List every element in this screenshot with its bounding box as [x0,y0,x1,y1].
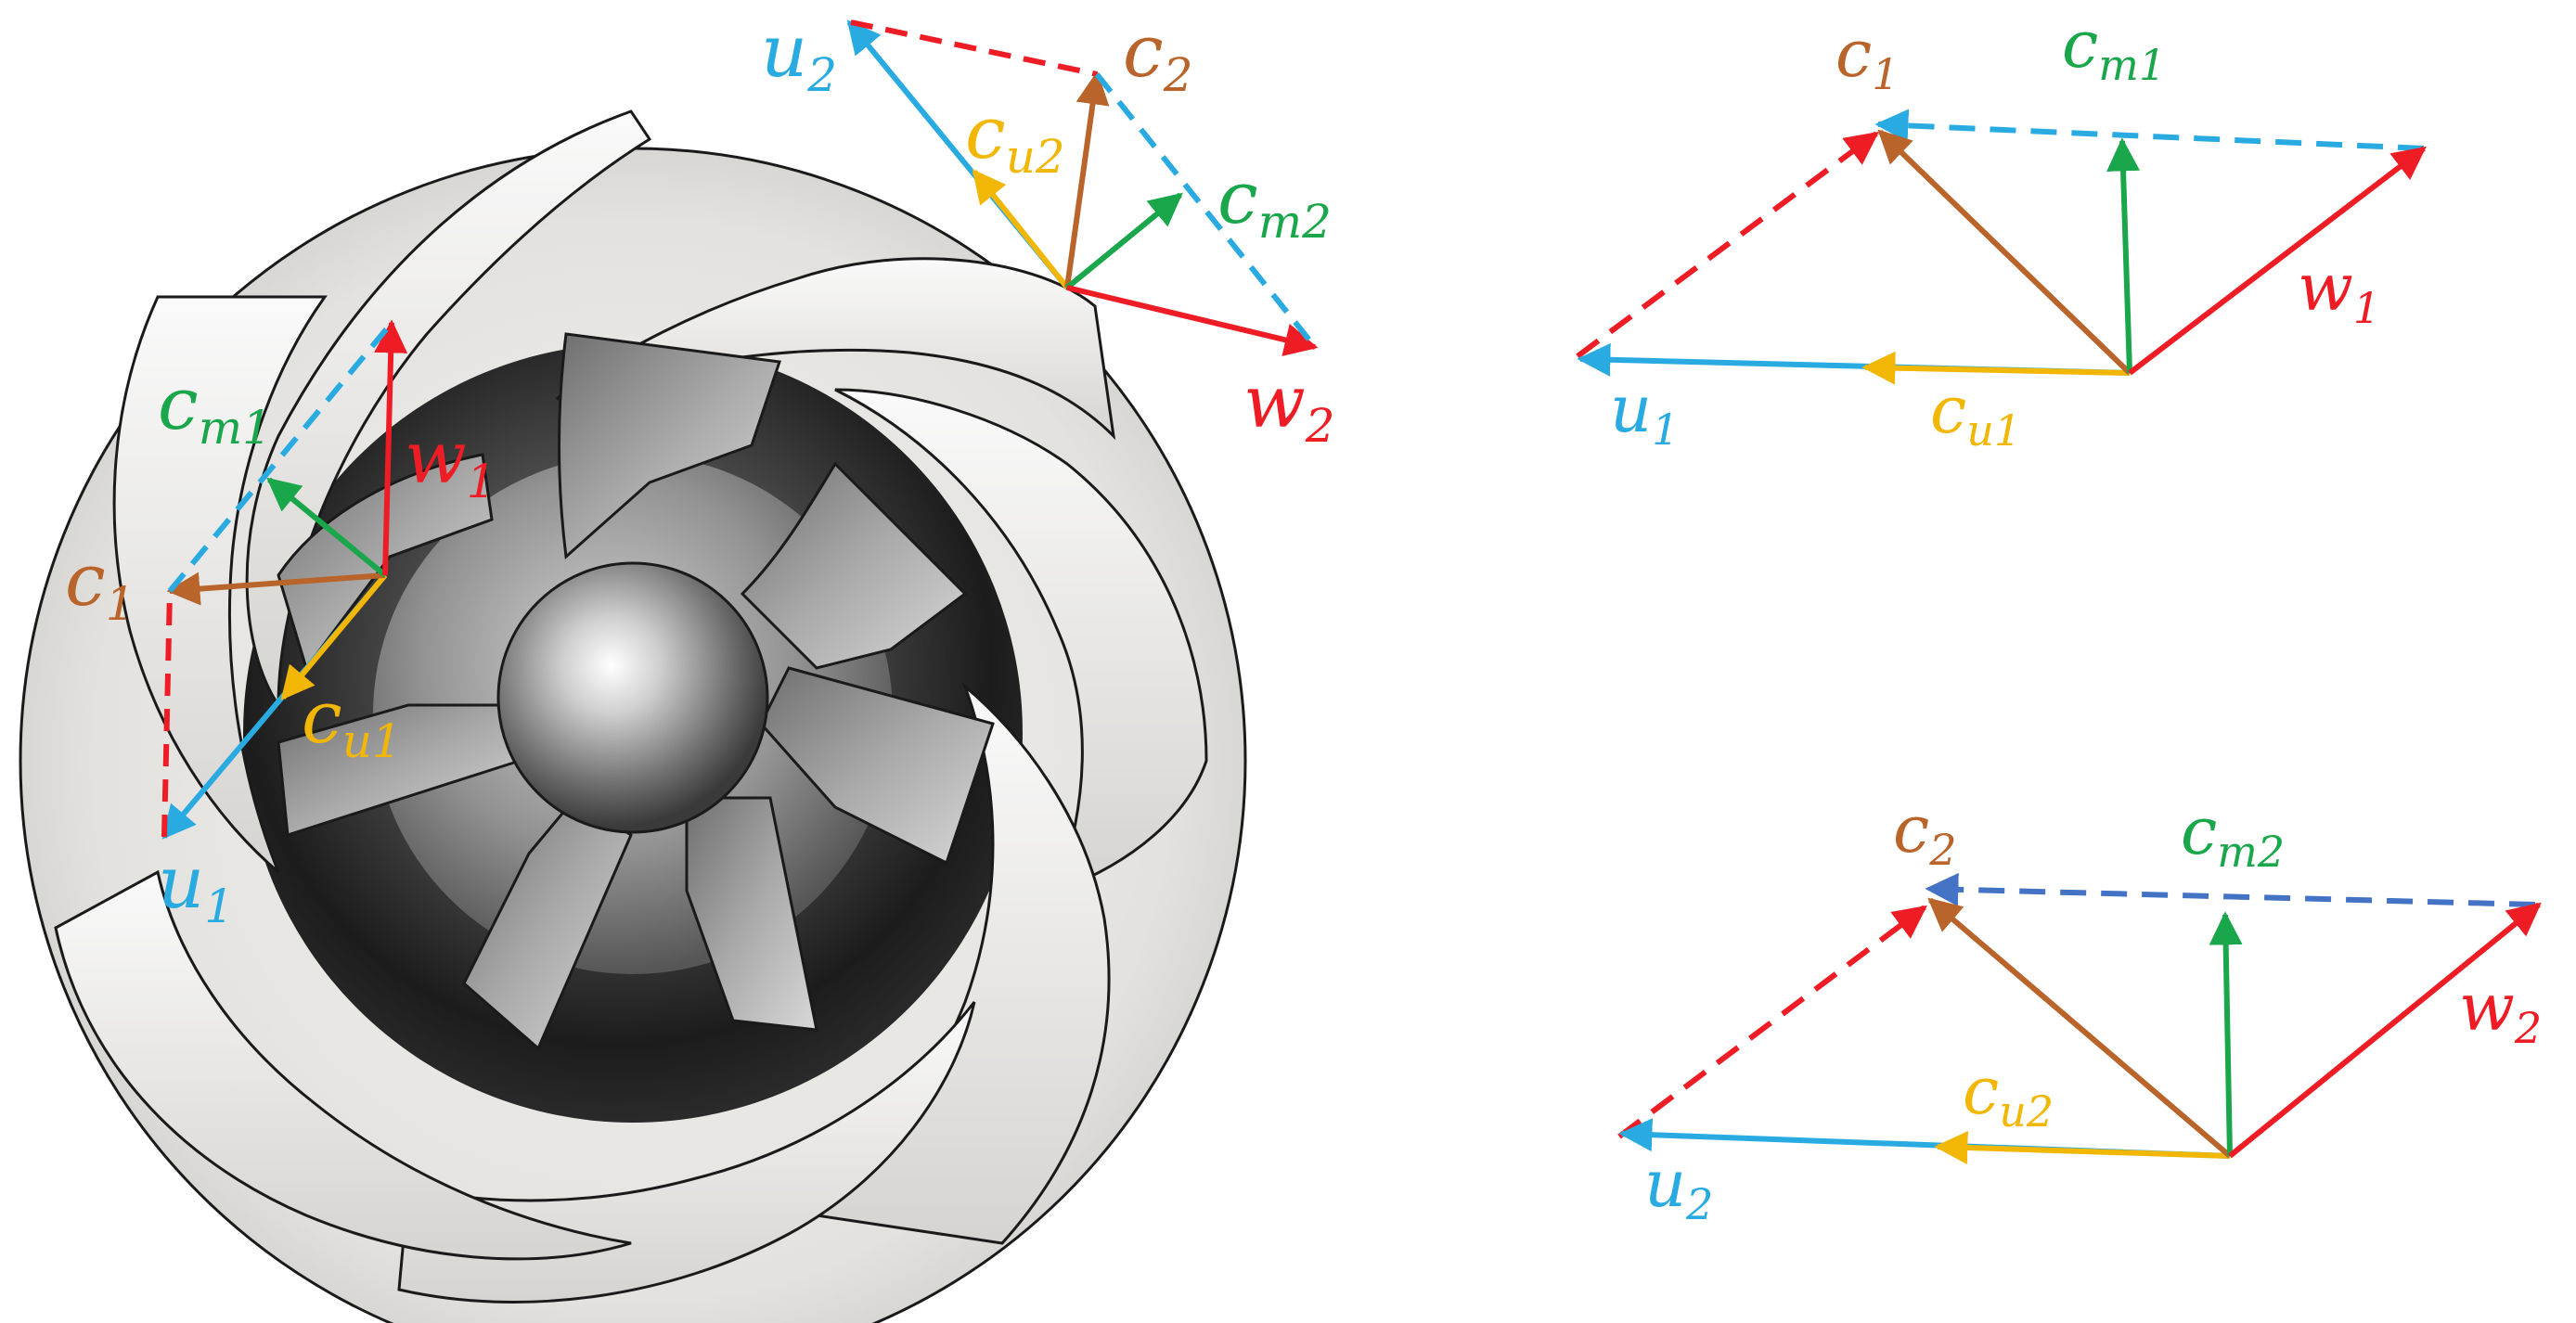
label-u2: u2 [761,10,837,102]
outlet-vectors [846,19,1319,356]
tri2-cm-vector [2209,911,2243,1157]
w1-dashed [161,590,173,838]
hub-sphere [496,561,769,834]
inlet-velocity-triangle [1576,109,2427,385]
tri1-label-cm: cm1 [2062,6,2166,90]
label-cu1: cu1 [302,676,402,768]
label-w2: w2 [1243,361,1335,453]
tri1-label-w: w1 [2298,250,2380,333]
inlet-triangle-labels: c1 cm1 w1 u1 cu1 [1610,6,2380,456]
tri1-label-c: c1 [1835,16,1900,99]
tri2-label-c: c2 [1893,791,1957,875]
tri2-dashed-blue [1925,872,2536,907]
label-c1: c1 [65,539,135,631]
tri2-label-cm: cm2 [2181,793,2285,877]
tri1-w-vector [2128,146,2427,376]
tri1-dashed-red [1576,131,1879,359]
tri2-label-u: u2 [1644,1146,1713,1229]
w1-vector [374,319,408,576]
label-cm1: cm1 [158,363,272,455]
label-u1: u1 [158,841,234,933]
tri1-label-cu: cu1 [1930,372,2021,456]
tri2-w-vector [2228,902,2542,1159]
c1-vector [166,572,386,606]
tri2-c-vector [1927,897,2232,1159]
outlet-triangle-labels: c2 cm2 w2 u2 cu2 [1644,791,2542,1229]
u1-dashed [167,321,394,593]
tri1-cu-vector [1861,351,2131,385]
label-cu2: cu2 [965,92,1065,184]
label-c2: c2 [1123,10,1193,102]
tri1-cm-vector [2106,137,2141,374]
inlet-vectors [161,319,408,840]
tri1-dashed-blue [1874,109,2425,151]
u2-dashed [850,19,1098,77]
cu2-vector [972,169,1070,289]
outlet-velocity-triangle [1617,872,2542,1165]
cm1-vector [266,477,387,578]
tri1-label-u: u1 [1610,371,1679,455]
impeller-labels: u1 cu1 c1 cm1 w1 u2 c2 cu2 cm2 w2 [65,10,1335,933]
w2-dashed [1094,72,1318,349]
tri2-label-w: w2 [2459,970,2542,1053]
w2-vector [1066,285,1319,356]
tri2-dashed-red [1617,905,1927,1139]
shroud-vanes [54,109,1208,1304]
tri2-label-cu: cu2 [1963,1053,2054,1137]
tri1-c-vector [1877,129,2132,376]
label-cm2: cm2 [1217,157,1332,249]
cu1-vector [280,573,388,700]
label-w1: w1 [405,417,496,508]
cm2-vector [1065,192,1183,290]
tri2-cu-vector [1934,1131,2231,1165]
impeller [19,109,1247,1323]
inner-blades [277,332,995,1051]
c2-vector [1064,71,1110,289]
